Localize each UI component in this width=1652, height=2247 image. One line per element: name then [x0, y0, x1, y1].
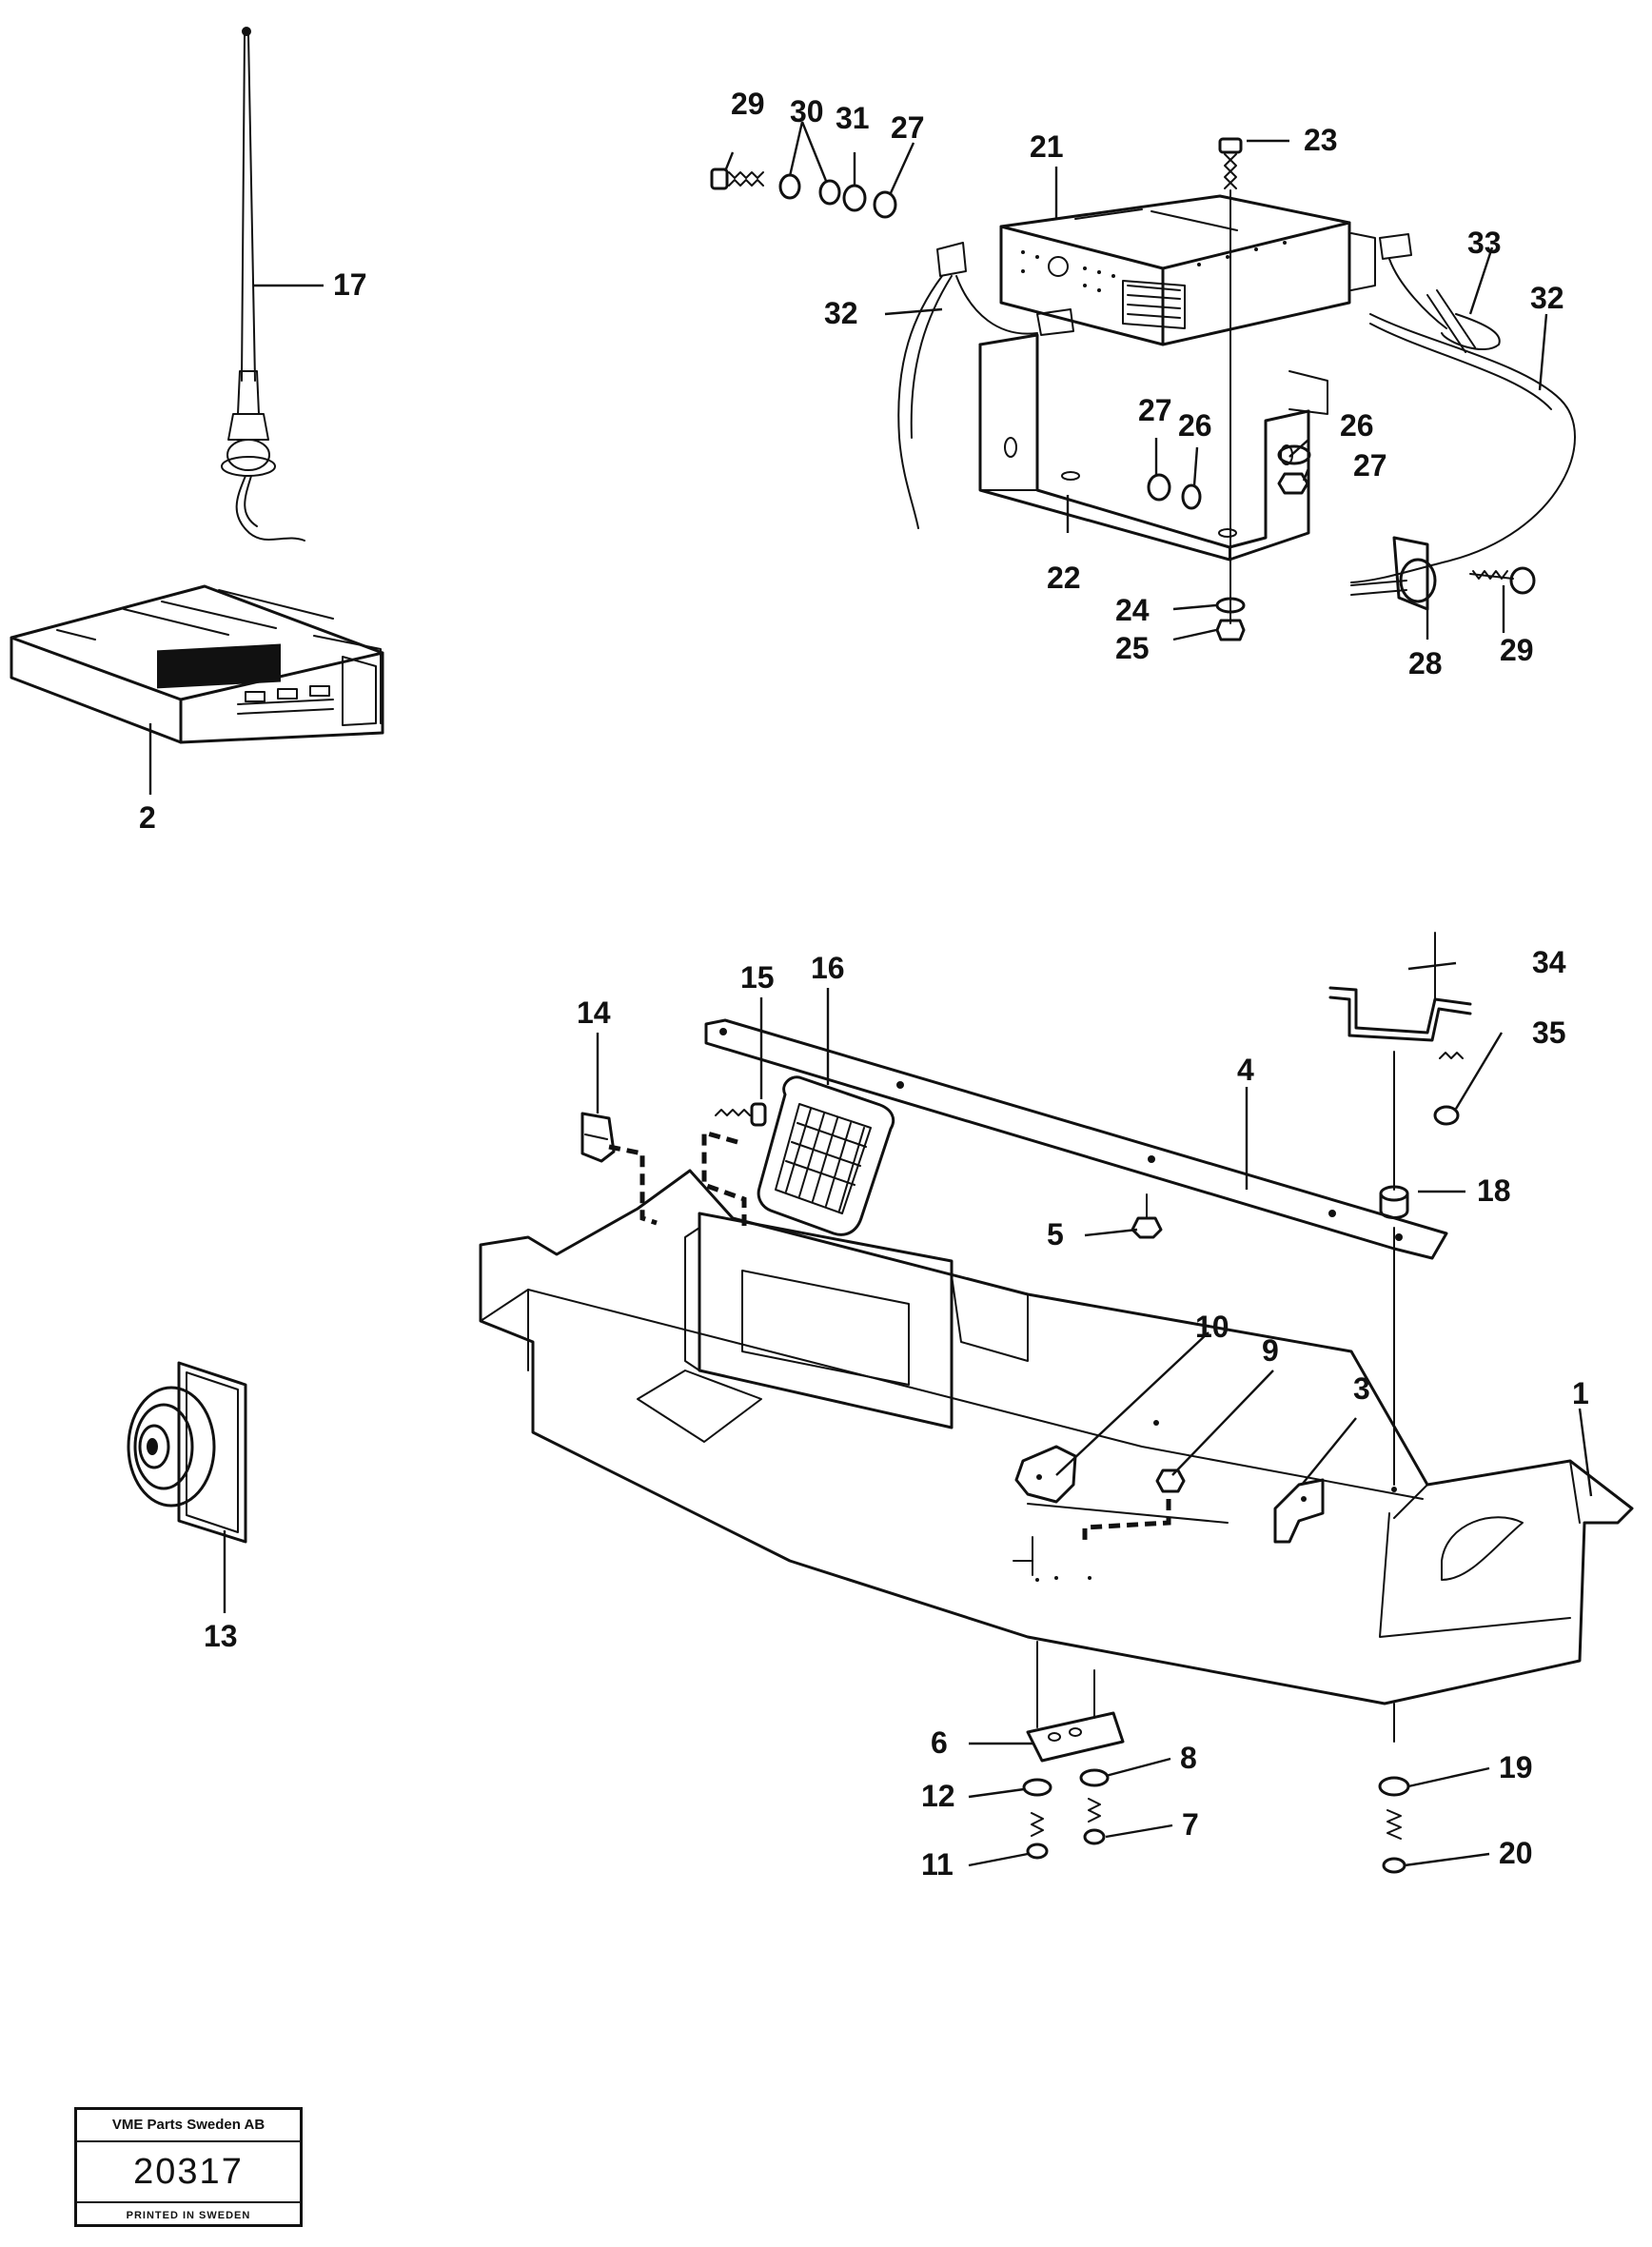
- callout-27-mid-right: 27: [1353, 448, 1387, 483]
- callout-33: 33: [1467, 226, 1502, 260]
- callout-15: 15: [740, 960, 775, 995]
- nut-27-top: [873, 190, 897, 219]
- clamp-28: [1350, 536, 1437, 611]
- nut-27-left: [1147, 473, 1171, 502]
- bracket-10: [1014, 1445, 1077, 1504]
- plate-6: [1026, 1641, 1125, 1763]
- callout-17: 17: [333, 267, 367, 302]
- callout-32-left: 32: [824, 296, 858, 330]
- housing-1: [479, 1169, 1634, 1705]
- callout-30: 30: [790, 94, 824, 128]
- callout-16: 16: [811, 951, 845, 985]
- callout-28: 28: [1408, 646, 1443, 680]
- screw-23: [1218, 137, 1243, 624]
- callout-11: 11: [921, 1847, 954, 1882]
- callout-13: 13: [204, 1619, 238, 1653]
- cable-32-right: [1350, 233, 1576, 583]
- callout-29-right: 29: [1500, 633, 1534, 667]
- spacer-18: [1379, 1051, 1409, 1743]
- screw-29-top: [710, 168, 764, 190]
- callout-27-top: 27: [891, 110, 925, 145]
- title-block: VME Parts Sweden AB 20317 PRINTED IN SWE…: [74, 2107, 303, 2227]
- screw-35: [1433, 1052, 1464, 1126]
- clip-14: [580, 1112, 658, 1226]
- washer-26-right: [1277, 444, 1311, 465]
- printed-note: PRINTED IN SWEDEN: [126, 2210, 251, 2221]
- callout-14: 14: [577, 995, 611, 1030]
- screw-15: [701, 1102, 767, 1228]
- cable-32-left: [897, 242, 1074, 529]
- callout-26-mid-left: 26: [1178, 408, 1212, 443]
- callout-35: 35: [1532, 1015, 1566, 1050]
- bracket-34: [1328, 932, 1472, 1042]
- drawing-number: 20317: [77, 2142, 300, 2203]
- callout-7: 7: [1182, 1807, 1199, 1842]
- nut-9: [1082, 1468, 1186, 1542]
- nut-27-right: [1277, 472, 1309, 495]
- screw-11: [1026, 1812, 1049, 1860]
- callout-labels: 17 2 13 29 30 31 27 21 23 32 33 32 27 26…: [139, 87, 1589, 1882]
- callout-10: 10: [1195, 1310, 1229, 1344]
- leader-lines: [148, 121, 1593, 1867]
- callout-34: 34: [1532, 945, 1566, 979]
- callout-20: 20: [1499, 1836, 1533, 1870]
- bracket-22: [978, 333, 1328, 562]
- callout-21: 21: [1030, 129, 1064, 164]
- radio-unit-21: [999, 194, 1376, 346]
- screw-29-right: [1469, 566, 1536, 595]
- callout-3: 3: [1353, 1371, 1370, 1406]
- callout-5: 5: [1047, 1217, 1064, 1252]
- bracket-3: [1273, 1478, 1325, 1544]
- callout-18: 18: [1477, 1173, 1511, 1208]
- callout-12: 12: [921, 1779, 955, 1813]
- washer-19: [1378, 1776, 1410, 1797]
- callout-6: 6: [931, 1725, 948, 1760]
- antenna-17: [221, 27, 305, 542]
- callout-26-mid-right: 26: [1340, 408, 1374, 443]
- callout-31: 31: [836, 101, 870, 135]
- washer-31: [842, 184, 867, 212]
- washer-12: [1022, 1778, 1052, 1797]
- washer-24: [1215, 597, 1246, 614]
- callout-25: 25: [1115, 631, 1150, 665]
- callout-2: 2: [139, 800, 156, 835]
- callout-8: 8: [1180, 1741, 1197, 1775]
- callout-32-right: 32: [1530, 281, 1564, 315]
- callout-1: 1: [1572, 1376, 1589, 1410]
- nut-25: [1215, 619, 1246, 641]
- speaker-13: [127, 1361, 247, 1544]
- company-name: VME Parts Sweden AB: [77, 2110, 300, 2142]
- screw-20: [1382, 1809, 1406, 1874]
- callout-23: 23: [1304, 123, 1338, 157]
- grille-16: [757, 1075, 895, 1236]
- rail-4: [704, 1018, 1448, 1260]
- callout-29-top: 29: [731, 87, 765, 121]
- screw-7: [1083, 1798, 1106, 1845]
- washer-8: [1079, 1768, 1110, 1787]
- callout-4: 4: [1237, 1053, 1254, 1087]
- callout-9: 9: [1262, 1333, 1279, 1368]
- callout-24: 24: [1115, 593, 1150, 627]
- callout-19: 19: [1499, 1750, 1533, 1784]
- washer-26-left: [1181, 483, 1202, 510]
- callout-22: 22: [1047, 561, 1081, 595]
- callout-27-mid-left: 27: [1138, 393, 1172, 427]
- washers-30: [778, 173, 841, 206]
- radio-unit-2: [10, 584, 384, 744]
